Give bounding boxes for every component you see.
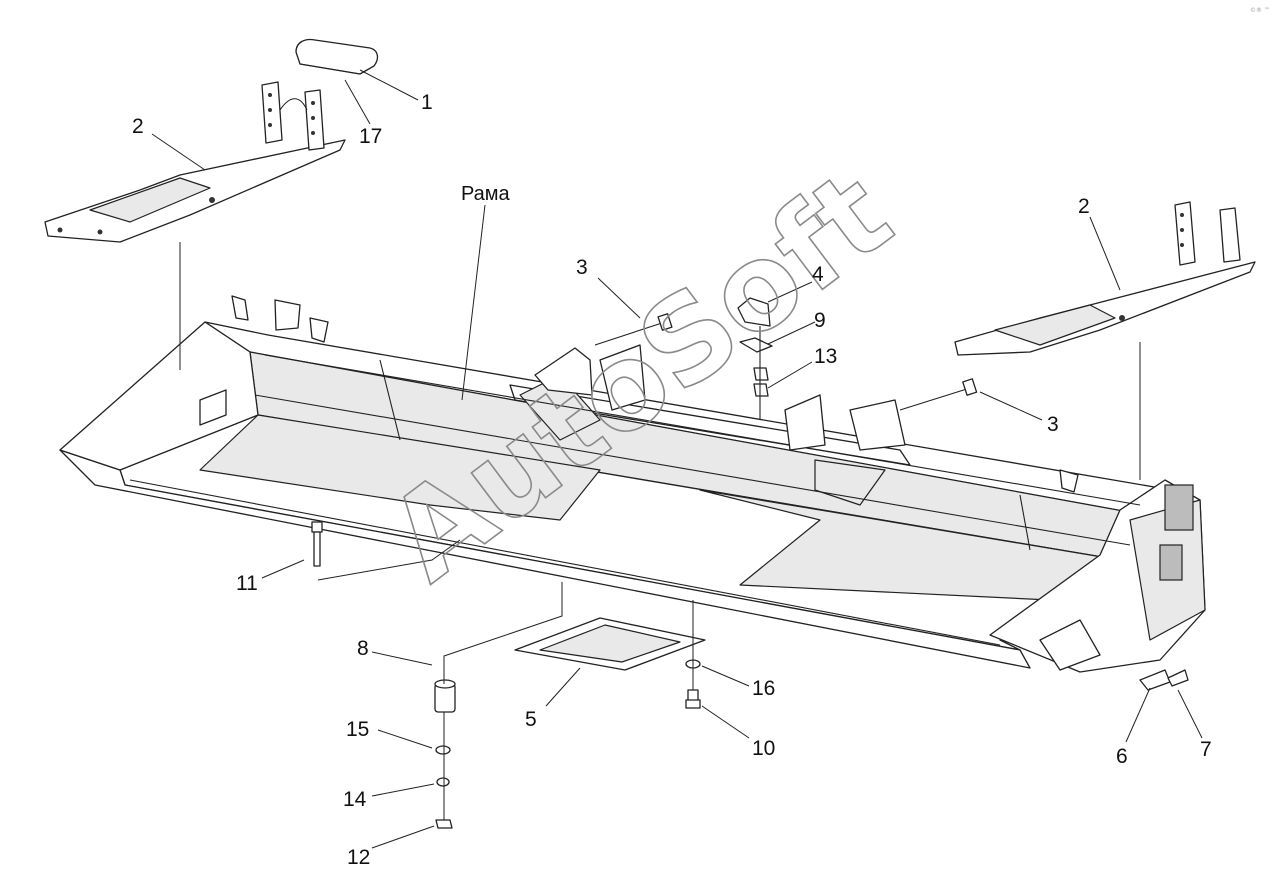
callout-10: 10 [752,737,775,760]
callout-13: 13 [814,345,837,368]
callout-9: 9 [814,309,826,332]
corner-mark: ©® ™ [1250,7,1270,14]
callout-6: 6 [1116,745,1128,768]
callout-7: 7 [1200,738,1212,761]
frame-body [59,295,1206,673]
bolt-part-11 [311,521,323,567]
callout-3-upper: 3 [576,256,588,279]
callout-17: 17 [359,125,382,148]
callout-2-right: 2 [1078,195,1090,218]
callout-15: 15 [346,718,369,741]
callout-8: 8 [357,637,369,660]
callout-3-lower: 3 [1047,413,1059,436]
bolt-3-upper [594,313,673,346]
cover-part-1 [295,38,379,75]
callout-4: 4 [812,263,824,286]
fastener-16-10 [685,600,701,709]
frame-label: Рама [461,183,511,205]
callout-2-left: 2 [132,115,144,138]
skid-left [44,81,346,243]
bracket-part-4 [737,297,773,420]
callout-1: 1 [421,91,433,114]
bolt-3-lower [899,378,978,411]
skid-right [954,201,1256,356]
leader-lines [151,69,1203,849]
plate-part-5 [514,617,706,671]
callout-12: 12 [347,846,370,869]
callout-5: 5 [525,708,537,731]
callout-16: 16 [752,677,775,700]
callout-11: 11 [236,572,258,595]
fastener-stack-8-15-14-12 [434,679,456,829]
callout-14: 14 [343,788,367,811]
brackets-6-7 [1139,669,1189,691]
